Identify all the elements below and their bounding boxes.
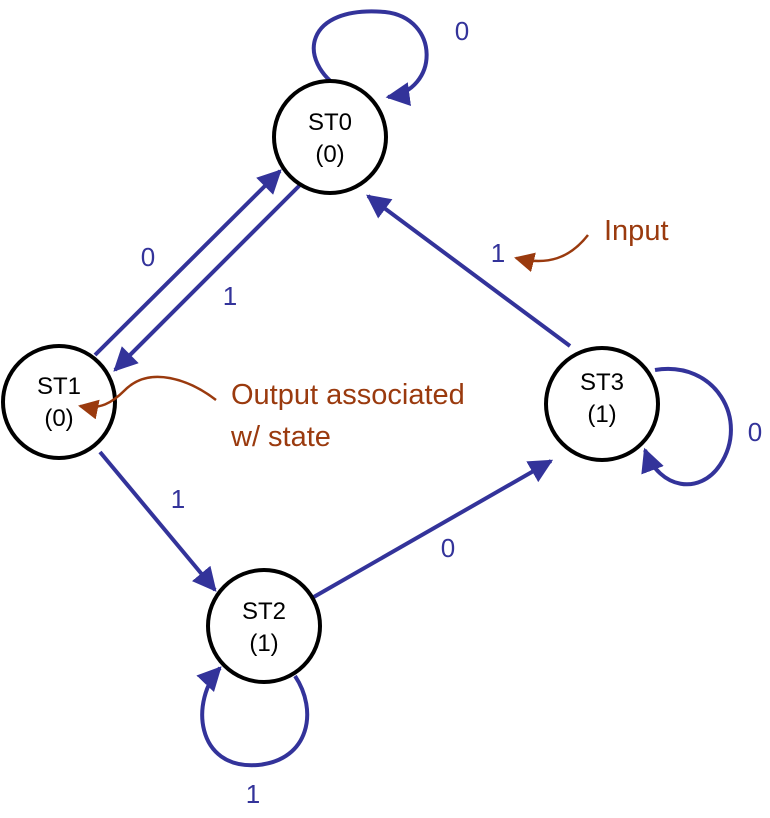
state-st0: ST0 (0) [272, 79, 388, 195]
annotation-input-arrow [514, 234, 589, 273]
transition-st2-st3 [311, 459, 554, 600]
state-output: (0) [44, 405, 73, 432]
state-name: ST3 [580, 369, 624, 396]
annotation-input-label: Input [604, 215, 669, 247]
state-name: ST1 [37, 373, 81, 400]
transition-labels: 0 1 0 1 1 0 0 1 [141, 16, 762, 809]
transition-st1-st2 [98, 450, 217, 592]
state-name: ST0 [308, 109, 352, 136]
label-st3-st3: 0 [748, 417, 762, 447]
annotation-output-arrow [78, 375, 217, 420]
transition-st1-st0 [93, 169, 282, 357]
state-output: (0) [315, 141, 344, 168]
state-st2: ST2 (1) [206, 568, 322, 684]
transition-st3-st3 [641, 366, 733, 487]
state-st3: ST3 (1) [544, 346, 660, 462]
state-circle [544, 346, 660, 462]
label-st1-st0: 0 [141, 242, 155, 272]
state-output: (1) [249, 630, 278, 657]
state-name: ST2 [242, 598, 286, 625]
state-st1: ST1 (0) [1, 344, 117, 460]
state-output: (1) [587, 401, 616, 428]
annotation-input: Input [514, 215, 669, 273]
transitions [93, 9, 733, 768]
label-st2-st3: 0 [441, 533, 455, 563]
transition-st0-st0 [312, 9, 429, 106]
transition-st0-st1 [113, 183, 302, 372]
transition-st3-st0 [366, 194, 572, 348]
state-circle [1, 344, 117, 460]
transition-st2-st2 [196, 666, 310, 768]
label-st2-st2: 1 [246, 779, 260, 809]
state-circle [272, 79, 388, 195]
state-circle [206, 568, 322, 684]
label-st0-st0: 0 [455, 16, 469, 46]
annotation-output-line1: Output associated [231, 379, 465, 411]
annotation-output-line2: w/ state [230, 421, 331, 453]
label-st1-st2: 1 [171, 484, 185, 514]
label-st3-st0: 1 [491, 238, 505, 268]
label-st0-st1: 1 [223, 281, 237, 311]
annotation-output: Output associated w/ state [78, 375, 465, 453]
